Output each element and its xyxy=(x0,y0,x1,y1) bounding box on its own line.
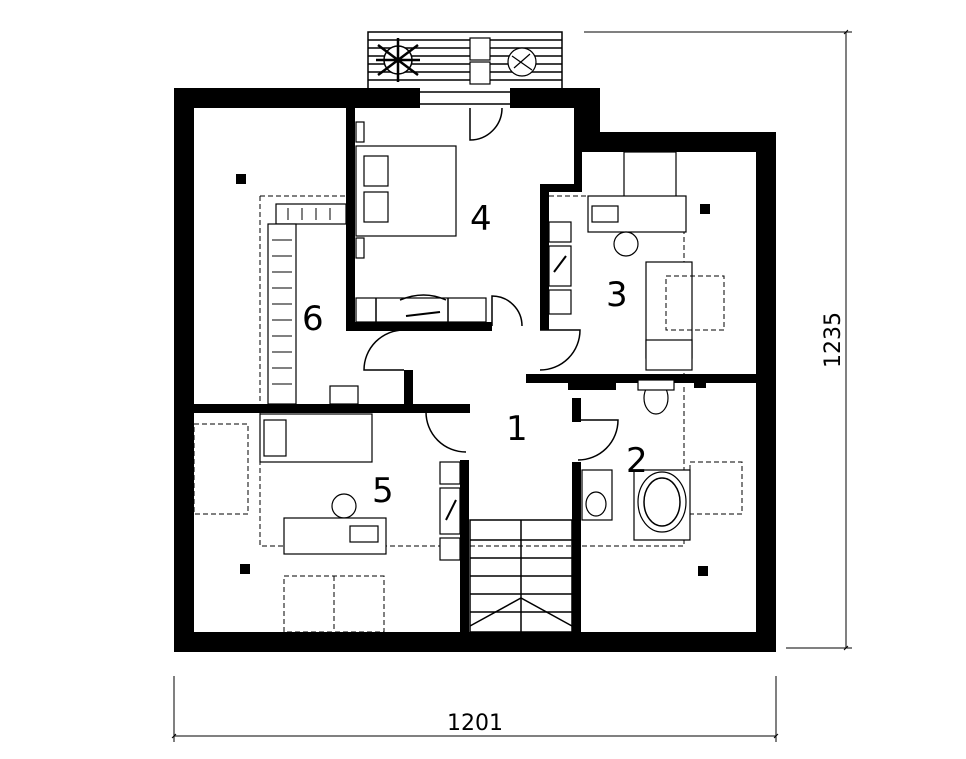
balcony-door xyxy=(420,88,510,141)
bedroom-3-furniture xyxy=(548,151,725,371)
column-markers xyxy=(236,174,710,576)
balcony-table-icon xyxy=(469,37,537,85)
room-label-5: 5 xyxy=(372,471,394,511)
room-label-6: 6 xyxy=(302,299,324,339)
room-label-4: 4 xyxy=(470,199,492,239)
room-labels: 4 3 6 1 2 5 xyxy=(302,199,648,511)
room-label-3: 3 xyxy=(606,275,628,315)
doors xyxy=(363,295,619,461)
stairs xyxy=(469,519,573,633)
plant-icon xyxy=(376,38,420,82)
dimension-width: 1201 xyxy=(171,676,779,742)
room-label-2: 2 xyxy=(626,441,648,481)
bedroom-5-furniture xyxy=(193,413,461,633)
room-label-1: 1 xyxy=(506,409,528,449)
bedroom-4-furniture xyxy=(355,121,487,323)
height-dimension-label: 1235 xyxy=(821,312,846,368)
wardrobe-6-rails xyxy=(267,203,359,405)
width-dimension-label: 1201 xyxy=(447,711,503,736)
bathroom-2-fixtures xyxy=(568,379,743,541)
dimension-height: 1235 xyxy=(584,29,852,651)
balcony xyxy=(367,31,563,91)
